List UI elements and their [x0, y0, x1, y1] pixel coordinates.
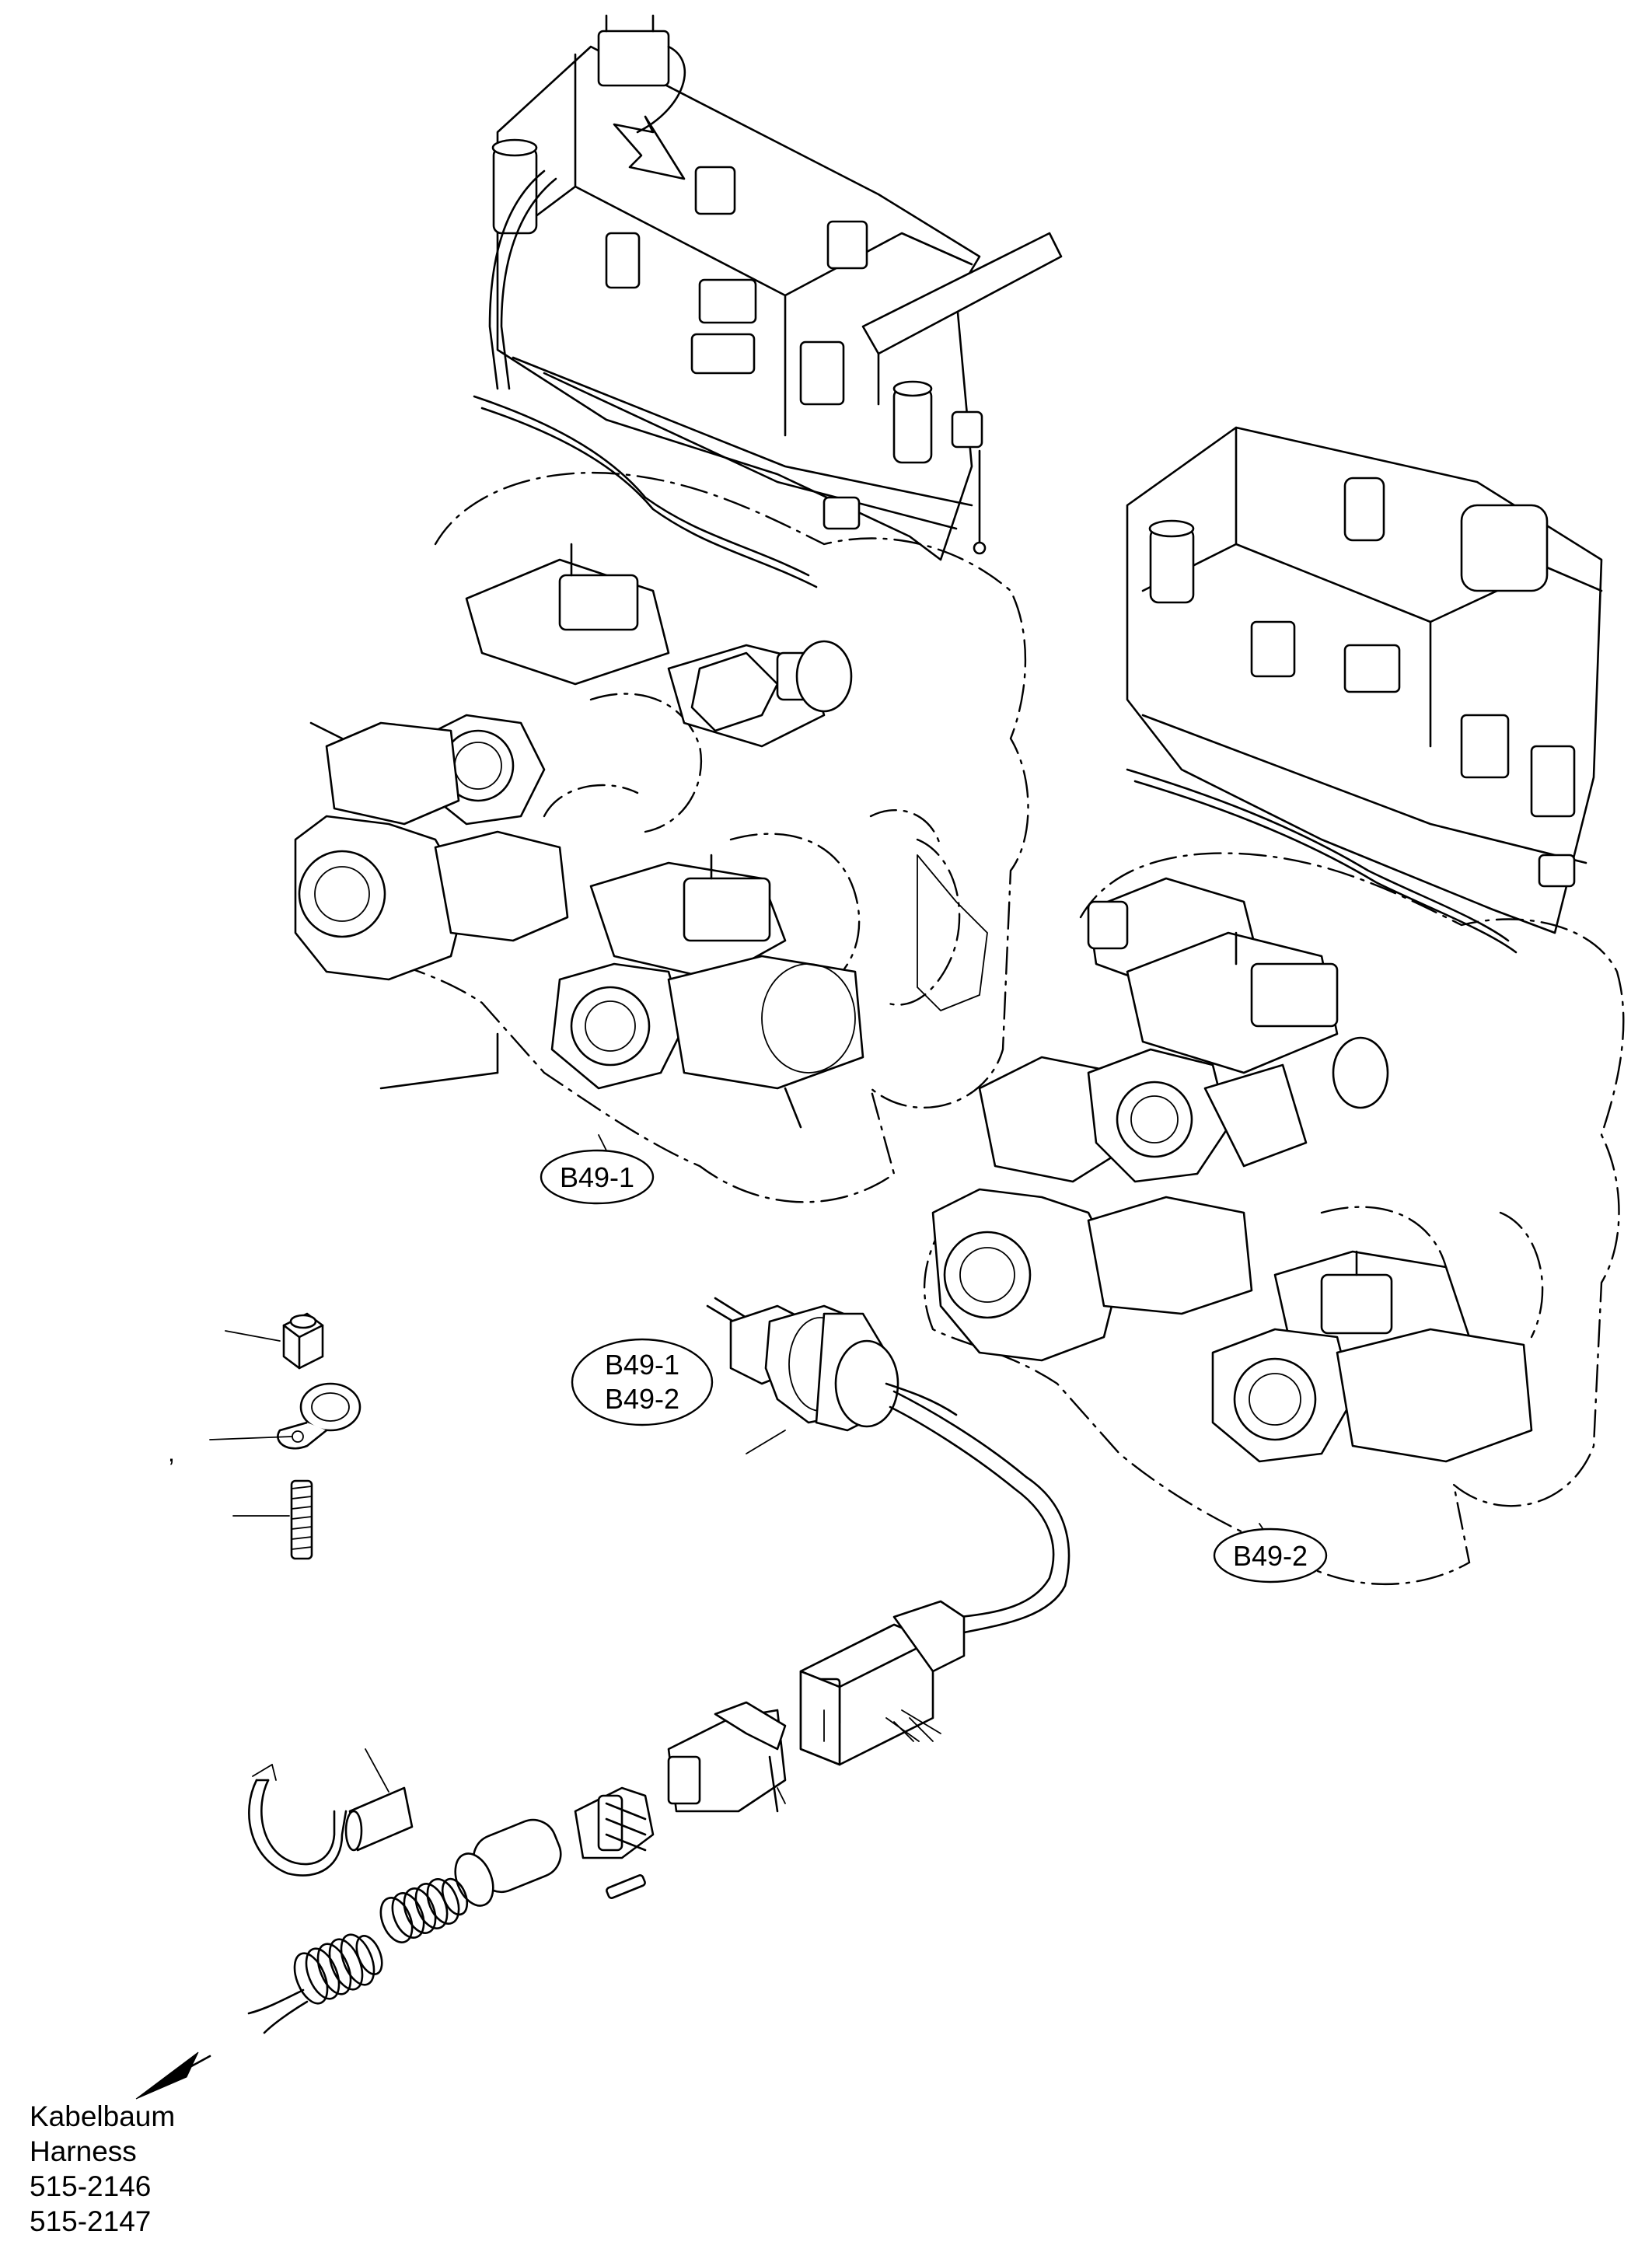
solenoid-upper-right: [1087, 877, 1389, 1109]
valve-block-right: [1126, 426, 1603, 954]
solenoid-lower-left: [550, 854, 864, 1129]
harness-wires: [247, 1988, 309, 2034]
valve-block-left: [473, 14, 1063, 588]
sensor-label-b49-1: B49-1: [605, 1349, 679, 1381]
pump-left: [294, 815, 569, 981]
sensor-label-b49-2: B49-2: [605, 1383, 679, 1415]
housing-left: [320, 471, 1029, 1203]
harness-label-en: Harness: [30, 2135, 137, 2167]
callout-assembly-left: B49-1: [540, 1134, 655, 1205]
assembly-b49-1: [294, 14, 1063, 1203]
label-b49-1: B49-1: [560, 1161, 634, 1193]
harness-part-number-2: 515-2147: [30, 2205, 152, 2237]
female-connector: [667, 1701, 787, 1813]
sleeve: [454, 1818, 562, 1907]
callout-assembly-right: B49-2: [1213, 1523, 1328, 1583]
label-b49-2: B49-2: [1233, 1540, 1308, 1572]
solenoid-upper-left: [465, 543, 853, 748]
assembly-b49-2: [923, 426, 1625, 1586]
cable-tie: [248, 1764, 348, 1877]
harness-arrow: [135, 2051, 211, 2100]
p-clamp: [209, 1382, 361, 1450]
harness-reference: Kabelbaum Harness 515-2146 515-2147: [30, 2099, 175, 2239]
harness-label-de: Kabelbaum: [30, 2100, 176, 2132]
speed-sensor-upper: [309, 714, 546, 826]
tape: [344, 1748, 414, 1852]
pump-right: [931, 1188, 1253, 1362]
hex-nut: [225, 1312, 324, 1370]
pin: [606, 1874, 646, 1899]
harness-part-number-1: 515-2146: [30, 2170, 152, 2202]
spring-sleeve-lower: [293, 1933, 383, 2005]
bolt: [232, 1479, 313, 1560]
seal-plug: [574, 1786, 655, 1859]
connector-plug: [799, 1670, 841, 1766]
spring-sleeve-upper: [379, 1877, 469, 1943]
speed-sensor-right: [978, 1048, 1308, 1183]
stray-mark: ,: [168, 1439, 175, 1467]
solenoid-lower-right: [1211, 1250, 1533, 1463]
